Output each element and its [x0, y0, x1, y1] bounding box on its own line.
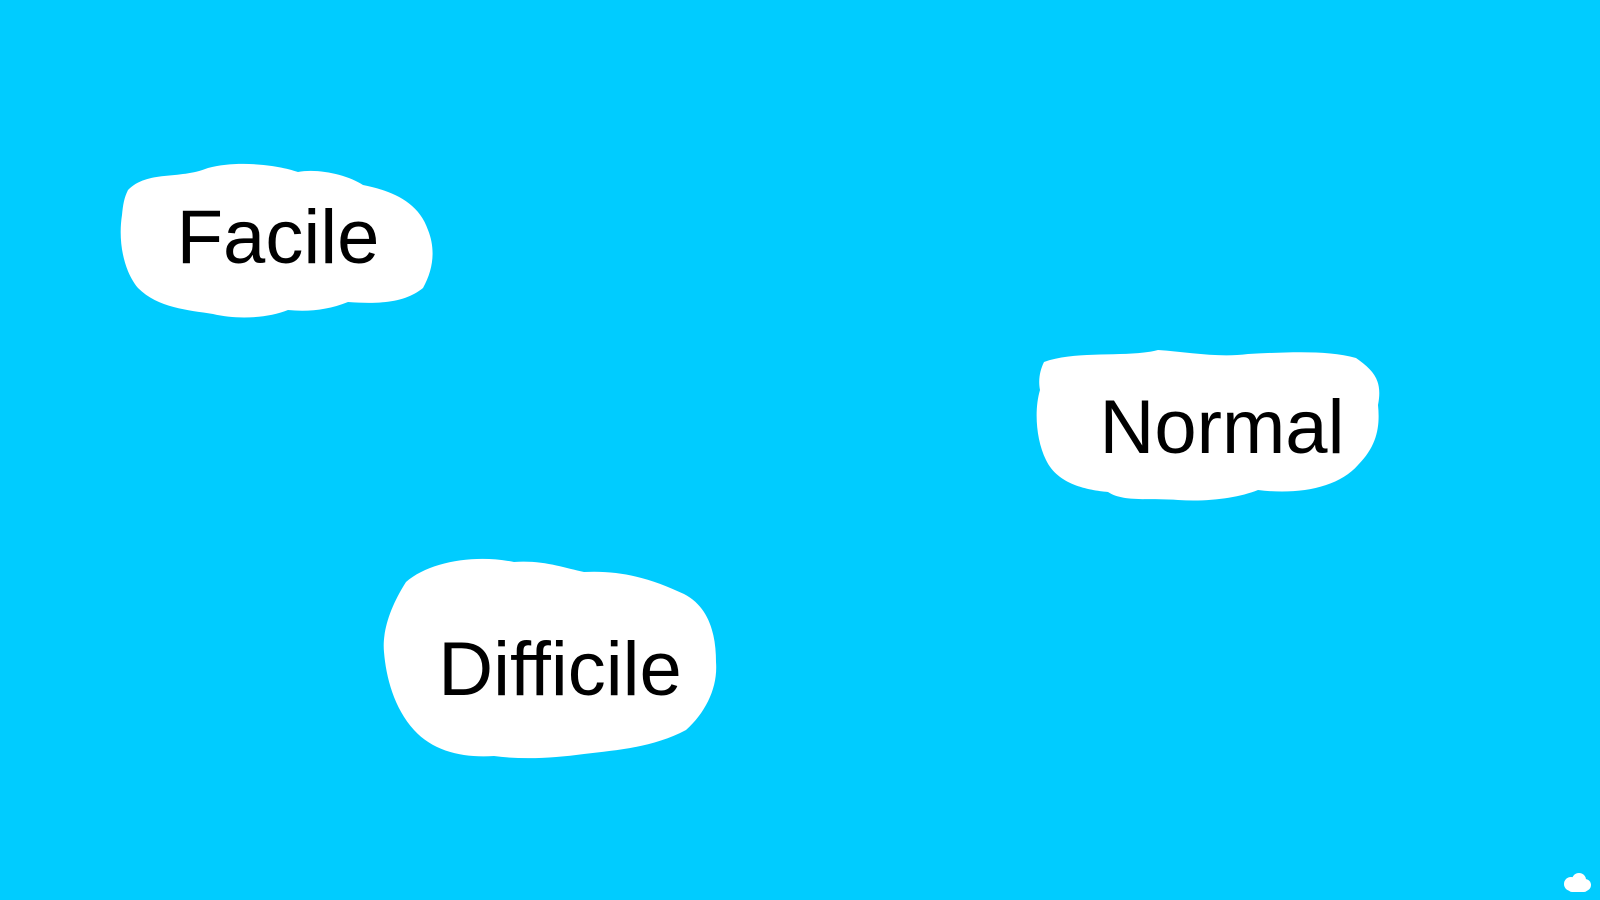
difficulty-easy-label: Facile [176, 195, 380, 280]
difficulty-normal-button[interactable]: Normal [1036, 350, 1406, 508]
difficulty-hard-label: Difficile [438, 627, 682, 712]
difficulty-easy-button[interactable]: Facile [118, 160, 438, 322]
cloud-icon [120, 163, 433, 318]
cloud-icon [1562, 872, 1592, 896]
difficulty-normal-label: Normal [1099, 385, 1345, 470]
cloud-icon [1036, 350, 1380, 501]
cloud-icon [383, 558, 717, 759]
difficulty-hard-button[interactable]: Difficile [383, 558, 736, 762]
